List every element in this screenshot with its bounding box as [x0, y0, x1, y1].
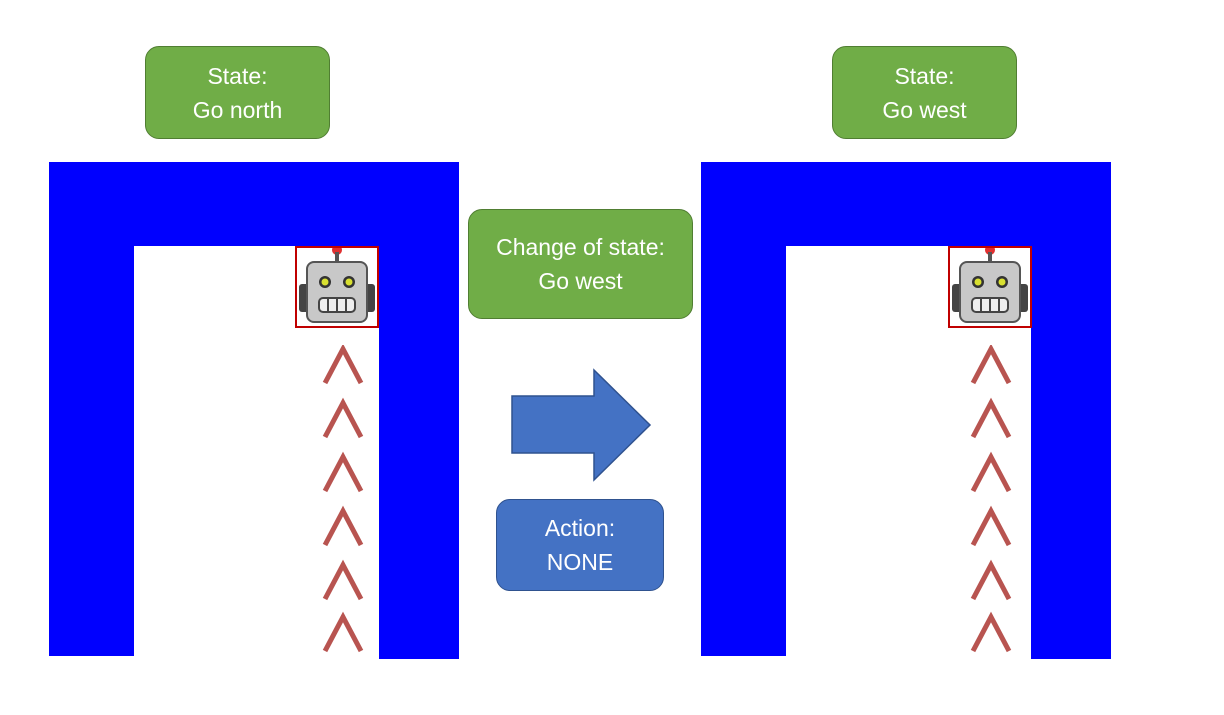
chevron-up-icon — [970, 451, 1012, 493]
change-value: Go west — [538, 268, 623, 294]
right-path-chevrons — [970, 345, 1012, 653]
action-title: Action: — [544, 515, 616, 541]
chevron-up-icon — [322, 451, 364, 493]
chevron-up-icon — [322, 505, 364, 547]
right-state-box: State: Go west — [832, 46, 1017, 139]
right-state-title: State: — [894, 62, 955, 89]
chevron-up-icon — [970, 505, 1012, 547]
action-value: NONE — [546, 549, 614, 575]
action-box: Action: NONE — [496, 499, 664, 591]
right-arrow-icon — [511, 368, 652, 482]
left-state-title: State: — [207, 62, 268, 89]
right-state-value: Go west — [882, 96, 967, 123]
robot-icon — [952, 245, 1028, 323]
chevron-up-icon — [322, 397, 364, 439]
chevron-up-icon — [970, 559, 1012, 601]
chevron-up-icon — [970, 397, 1012, 439]
left-wall-left — [49, 162, 134, 656]
chevron-up-icon — [322, 611, 364, 653]
left-robot — [295, 245, 379, 328]
chevron-up-icon — [970, 345, 1012, 385]
right-wall-right — [1031, 162, 1111, 659]
right-robot — [948, 245, 1032, 328]
change-title: Change of state: — [496, 234, 665, 260]
chevron-up-icon — [970, 611, 1012, 653]
change-of-state-box: Change of state: Go west — [468, 209, 693, 319]
left-path-chevrons — [322, 345, 364, 653]
chevron-up-icon — [322, 559, 364, 601]
robot-icon — [299, 245, 375, 323]
chevron-up-icon — [322, 345, 364, 385]
right-wall-left — [701, 162, 786, 656]
left-wall-right — [379, 162, 459, 659]
left-state-value: Go north — [192, 96, 283, 123]
left-state-box: State: Go north — [145, 46, 330, 139]
